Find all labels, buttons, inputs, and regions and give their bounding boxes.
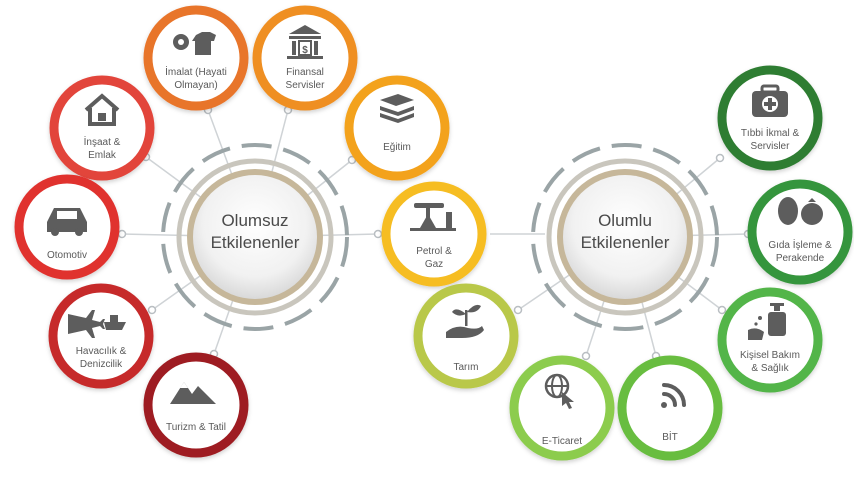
sector-label-tibbi-1: Tıbbi İkmal & bbox=[741, 126, 800, 139]
sector-node-finansal: $ Finansal Servisler bbox=[252, 5, 358, 111]
bank-icon: $ bbox=[287, 25, 323, 59]
mountains-icon bbox=[170, 382, 216, 404]
sector-node-imalat: İmalat (Hayati Olmayan) bbox=[143, 5, 249, 111]
sector-node-kisisel: Kişisel Bakım & Sağlık bbox=[717, 287, 823, 393]
sector-label-imalat-1: İmalat (Hayati bbox=[165, 65, 227, 78]
vegetables-icon bbox=[778, 197, 823, 225]
sector-node-tibbi: Tıbbi İkmal & Servisler bbox=[717, 65, 823, 171]
sector-label-egitim: Eğitim bbox=[383, 142, 411, 153]
gear-shirt-icon bbox=[173, 32, 216, 55]
sector-node-bit: BİT bbox=[617, 355, 723, 461]
svg-text:$: $ bbox=[302, 45, 308, 56]
hub-positive: Olumlu Etkilenenler bbox=[531, 143, 719, 331]
sector-label-eticaret: E-Ticaret bbox=[542, 436, 582, 447]
sector-label-finansal-2: Servisler bbox=[286, 80, 326, 91]
sector-label-petrol-2: Gaz bbox=[425, 259, 443, 270]
sector-label-havacilik-1: Havacılık & bbox=[76, 346, 127, 357]
sector-label-tarim: Tarım bbox=[454, 362, 479, 373]
hub-positive-line2: Etkilenenler bbox=[581, 233, 670, 252]
plant-hand-icon bbox=[446, 304, 484, 338]
sector-label-bit: BİT bbox=[662, 430, 678, 443]
medical-kit-icon bbox=[752, 84, 788, 117]
hub-positive-line1: Olumlu bbox=[598, 211, 652, 230]
sector-node-gida: Gıda İşleme & Perakende bbox=[747, 179, 853, 285]
globe-click-icon bbox=[544, 373, 574, 409]
sector-label-finansal-1: Finansal bbox=[286, 67, 324, 78]
hub-negative-line1: Olumsuz bbox=[221, 211, 288, 230]
sector-node-egitim: Eğitim bbox=[344, 75, 450, 181]
car-icon bbox=[47, 208, 87, 236]
sector-node-petrol: Petrol & Gaz bbox=[381, 181, 487, 287]
sector-label-insaat-1: İnşaat & bbox=[84, 135, 121, 148]
oil-pump-icon bbox=[410, 203, 456, 231]
sector-node-tarim: Tarım bbox=[413, 283, 519, 389]
sector-label-gida-2: Perakende bbox=[776, 253, 825, 264]
sector-label-kisisel-1: Kişisel Bakım bbox=[740, 350, 800, 361]
sector-label-gida-1: Gıda İşleme & bbox=[768, 238, 832, 251]
sector-node-otomotiv: Otomotiv bbox=[14, 174, 120, 280]
sector-label-havacilik-2: Denizcilik bbox=[80, 359, 123, 370]
sector-label-tibbi-2: Servisler bbox=[751, 141, 791, 152]
wifi-icon bbox=[661, 383, 686, 408]
hub-negative: Olumsuz Etkilenenler bbox=[161, 143, 349, 331]
sector-node-havacilik: Havacılık & Denizcilik bbox=[48, 283, 154, 389]
sector-label-otomotiv: Otomotiv bbox=[47, 250, 87, 261]
sector-label-kisisel-2: & Sağlık bbox=[751, 363, 789, 374]
sector-label-turizm: Turizm & Tatil bbox=[166, 422, 226, 433]
sector-label-imalat-2: Olmayan) bbox=[174, 80, 217, 91]
house-icon bbox=[84, 93, 120, 126]
sector-label-petrol-1: Petrol & bbox=[416, 246, 452, 257]
sector-node-turizm: Turizm & Tatil bbox=[143, 352, 249, 458]
sector-label-insaat-2: Emlak bbox=[88, 150, 117, 161]
plane-ship-icon bbox=[68, 310, 126, 338]
books-icon bbox=[380, 94, 414, 123]
sector-node-insaat: İnşaat & Emlak bbox=[49, 75, 155, 181]
hand-sanitizer-icon bbox=[748, 303, 786, 340]
sector-node-eticaret: E-Ticaret bbox=[509, 355, 615, 461]
hub-negative-line2: Etkilenenler bbox=[211, 233, 300, 252]
